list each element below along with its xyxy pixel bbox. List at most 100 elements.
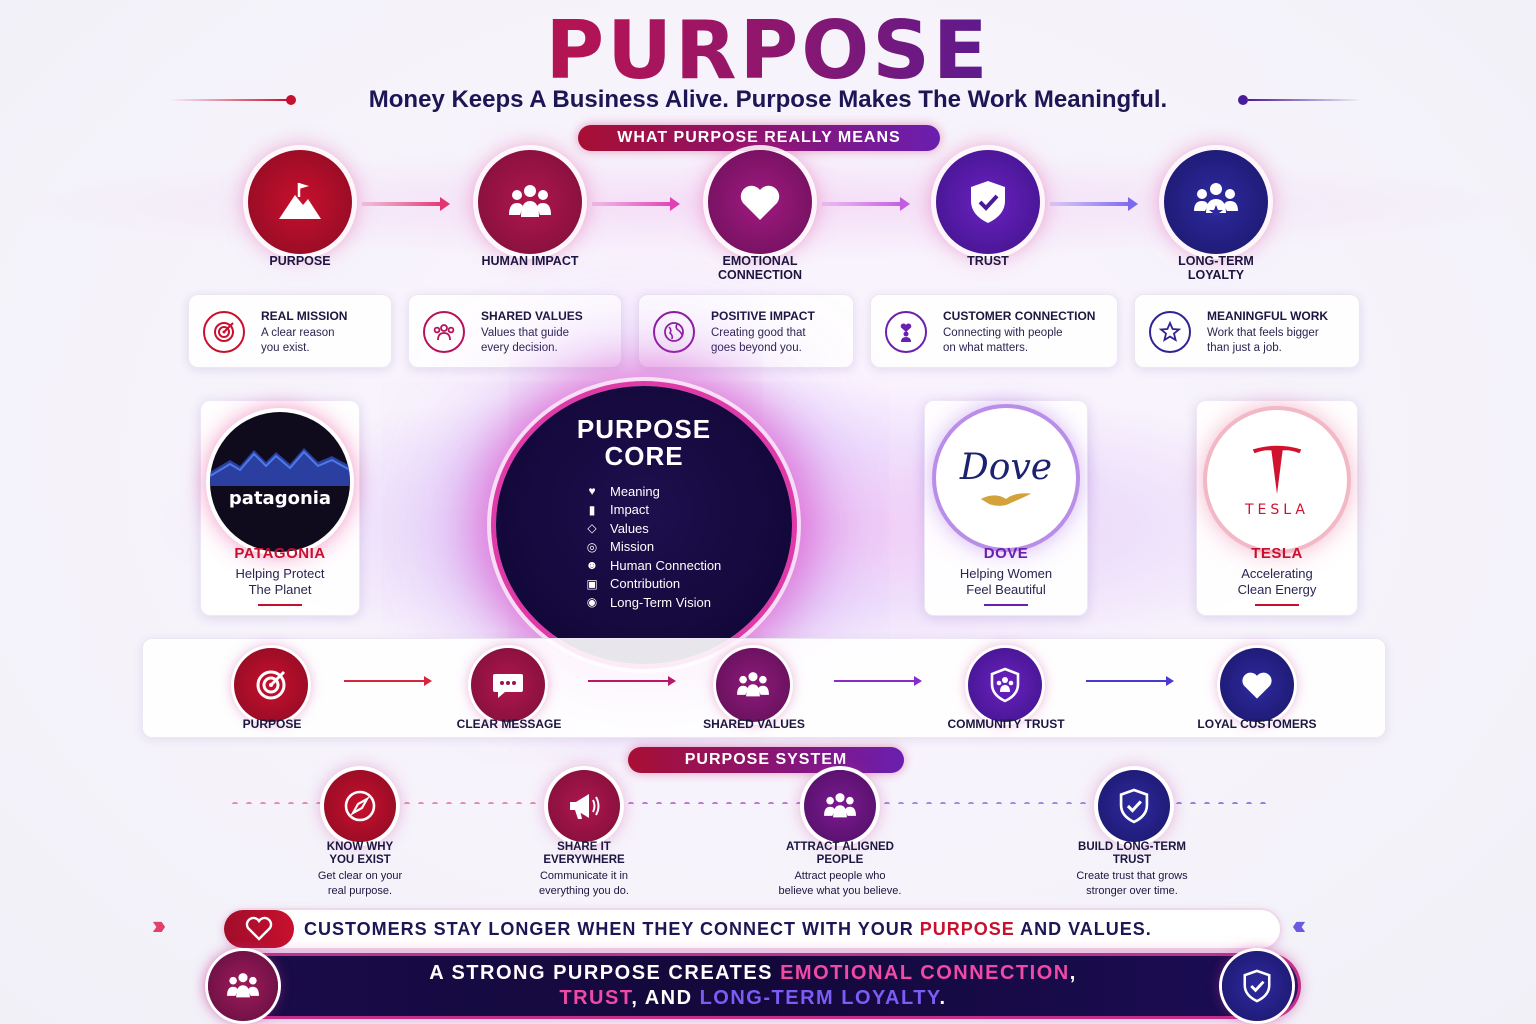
brand-underline xyxy=(258,604,302,606)
flow-arrow-3 xyxy=(834,676,922,686)
card-title: REAL MISSION xyxy=(261,309,348,323)
chevrons-left-icon: ››› xyxy=(152,910,166,940)
system-node-attract xyxy=(804,770,876,842)
flow-label-loyal-customers: LOYAL CUSTOMERS xyxy=(1197,717,1317,731)
target-icon: ◎ xyxy=(586,539,598,554)
dotted-line-5 xyxy=(1172,802,1272,804)
heart-outline-icon xyxy=(224,910,294,948)
section-label-what-purpose-means: WHAT PURPOSE REALLY MEANS xyxy=(578,125,940,151)
flow-arrow-4 xyxy=(1086,676,1174,686)
brand-name-tesla: TESLA xyxy=(1251,545,1303,562)
core-item-human-connection: ☻Human Connection xyxy=(585,557,722,573)
decorative-dot-right xyxy=(1238,95,1248,105)
shield-people-icon xyxy=(990,667,1020,703)
heart-icon xyxy=(1242,672,1272,699)
banner2-line2: TRUST, AND LONG-TERM LOYALTY. xyxy=(559,987,947,1009)
target-icon xyxy=(203,311,245,353)
core-item-impact: ▮Impact xyxy=(584,501,721,520)
people-group-icon xyxy=(824,793,856,818)
people-icon: ☻ xyxy=(585,558,599,573)
dotted-line-2 xyxy=(400,802,544,804)
core-item-contribution: ▣Contribution xyxy=(584,575,721,594)
node-label-trust: TRUST xyxy=(967,254,1009,268)
node-long-term-loyalty xyxy=(1164,150,1268,254)
core-item-meaning: ♥Meaning xyxy=(584,482,721,501)
node-label-human-impact: HUMAN IMPACT xyxy=(481,254,579,268)
flow-arrow-1 xyxy=(344,676,432,686)
mountain-flag-icon xyxy=(279,183,321,219)
arrow-3 xyxy=(822,197,910,211)
core-list: ♥Meaning ▮Impact ◇Values ◎Mission ☻Human… xyxy=(584,482,722,612)
flow-label-shared-values: SHARED VALUES xyxy=(703,717,805,731)
card-title: SHARED VALUES xyxy=(481,309,583,323)
flow-node-purpose xyxy=(234,648,308,722)
patagonia-logo-text: patagonia xyxy=(228,487,332,509)
chevrons-right-icon: ‹‹‹ xyxy=(1292,910,1306,940)
dove-logo: Dove xyxy=(936,408,1076,548)
decorative-line-left xyxy=(170,99,288,101)
people-group-icon xyxy=(227,973,259,998)
banner2-left-circle xyxy=(208,951,278,1021)
target-icon xyxy=(256,670,286,700)
flow-label-clear-message: CLEAR MESSAGE xyxy=(456,717,562,731)
flow-arrow-2 xyxy=(588,676,676,686)
compass-icon xyxy=(344,790,376,822)
core-item-values: ◇Values xyxy=(584,519,721,538)
shield-check-icon xyxy=(1243,969,1271,1003)
flow-node-clear-message xyxy=(471,648,545,722)
arrow-1 xyxy=(362,197,450,211)
banner-customers-stay: CUSTOMERS STAY LONGER WHEN THEY CONNECT … xyxy=(224,910,1280,948)
banner1-text: CUSTOMERS STAY LONGER WHEN THEY CONNECT … xyxy=(304,919,1152,939)
megaphone-icon xyxy=(570,794,600,819)
flow-node-community-trust xyxy=(968,648,1042,722)
banner-strong-purpose: A STRONG PURPOSE CREATES EMOTIONAL CONNE… xyxy=(208,956,1298,1016)
gift-icon: ▣ xyxy=(586,576,598,591)
section-label-purpose-system: PURPOSE SYSTEM xyxy=(628,747,904,773)
bar-chart-icon: ▮ xyxy=(588,502,596,517)
core-item-mission: ◎Mission xyxy=(584,538,721,557)
shield-check-icon xyxy=(971,181,1005,223)
page-subtitle: Money Keeps A Business Alive. Purpose Ma… xyxy=(368,86,1168,113)
node-label-purpose: PURPOSE xyxy=(269,254,331,268)
decorative-dot-left xyxy=(286,95,296,105)
brand-name-dove: DOVE xyxy=(983,545,1029,562)
card-title: POSITIVE IMPACT xyxy=(711,309,815,323)
flow-node-loyal-customers xyxy=(1220,648,1294,722)
system-node-share-it xyxy=(548,770,620,842)
people-group-icon xyxy=(737,672,769,697)
node-purpose xyxy=(248,150,352,254)
heart-icon: ♥ xyxy=(588,484,596,499)
eye-icon: ◉ xyxy=(586,595,598,610)
arrow-2 xyxy=(592,197,680,211)
dotted-line-1 xyxy=(228,802,320,804)
core-item-long-term-vision: ◉Long-Term Vision xyxy=(584,593,721,612)
system-node-build-trust xyxy=(1098,770,1170,842)
heart-person-icon xyxy=(885,311,927,353)
flow-label-community-trust: COMMUNITY TRUST xyxy=(947,717,1065,731)
card-customer-connection: CUSTOMER CONNECTION Connecting with peop… xyxy=(870,294,1118,368)
shield-check-icon xyxy=(1119,788,1149,824)
banner2-line1: A STRONG PURPOSE CREATES EMOTIONAL CONNE… xyxy=(429,962,1077,984)
heart-icon xyxy=(740,185,780,220)
patagonia-logo: patagonia xyxy=(210,412,350,552)
page-title: PURPOSE xyxy=(0,6,1536,96)
team-star-icon xyxy=(1194,183,1238,218)
tesla-logo-text: TESLA xyxy=(1245,502,1309,518)
